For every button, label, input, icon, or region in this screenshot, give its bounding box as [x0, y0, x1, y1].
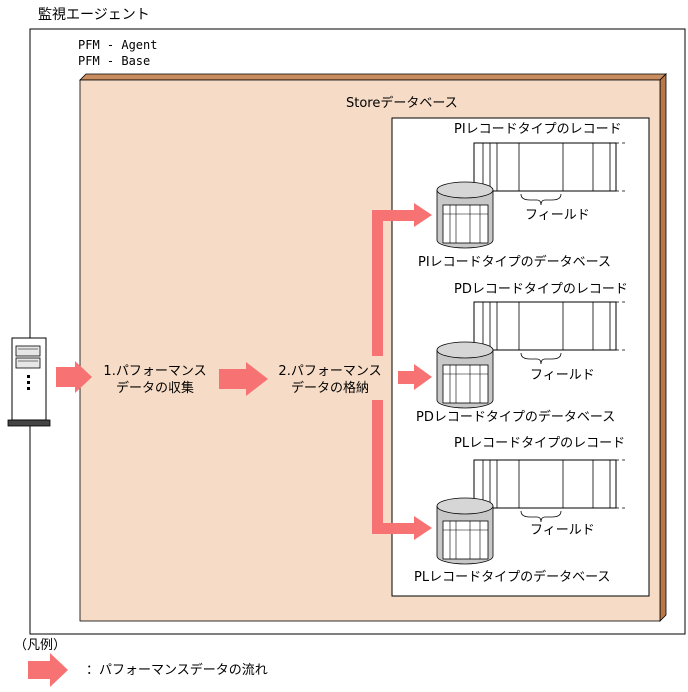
arrow-collect-to-store [219, 362, 268, 396]
pl-field-label: フィールド [530, 523, 595, 538]
legend-arrow-label: ：パフォーマンスデータの流れ [86, 663, 268, 678]
record-group-pd [436, 301, 628, 409]
record-group-pl [436, 459, 628, 565]
store-box [391, 117, 650, 597]
step1-line-1: 1.パフォーマンス [103, 364, 207, 379]
pd-record-label: PDレコードタイプのレコード [454, 282, 628, 297]
pd-db-label: PDレコードタイプのデータベース [416, 410, 616, 425]
pi-db-label: PIレコードタイプのデータベース [418, 255, 612, 270]
server-icon [7, 337, 51, 427]
pi-record-label: PIレコードタイプのレコード [454, 122, 622, 137]
pl-record-label: PLレコードタイプのレコード [454, 436, 626, 451]
step1-line-2: データの収集 [115, 381, 194, 396]
arrow-server-to-collect [56, 361, 92, 393]
legend-title: （凡例） [14, 638, 67, 653]
pd-field-label: フィールド [530, 368, 595, 383]
agent-title: 監視エージェント [38, 7, 150, 23]
store-label: Storeデータベース [346, 96, 458, 111]
pl-db-label: PLレコードタイプのデータベース [414, 570, 611, 585]
agent-line-1: PFM - Agent [78, 38, 158, 52]
arrow-branch-to-databases [372, 203, 432, 540]
legend-arrow [28, 653, 68, 687]
step2-line-2: データの格納 [290, 381, 369, 396]
base-panel-shadow-right [659, 73, 667, 622]
step2-line-1: 2.パフォーマンス [278, 364, 382, 379]
agent-line-2: PFM - Base [78, 54, 151, 68]
record-group-pi [436, 142, 628, 249]
pi-field-label: フィールド [525, 208, 590, 223]
base-panel-shadow-top [79, 73, 667, 81]
